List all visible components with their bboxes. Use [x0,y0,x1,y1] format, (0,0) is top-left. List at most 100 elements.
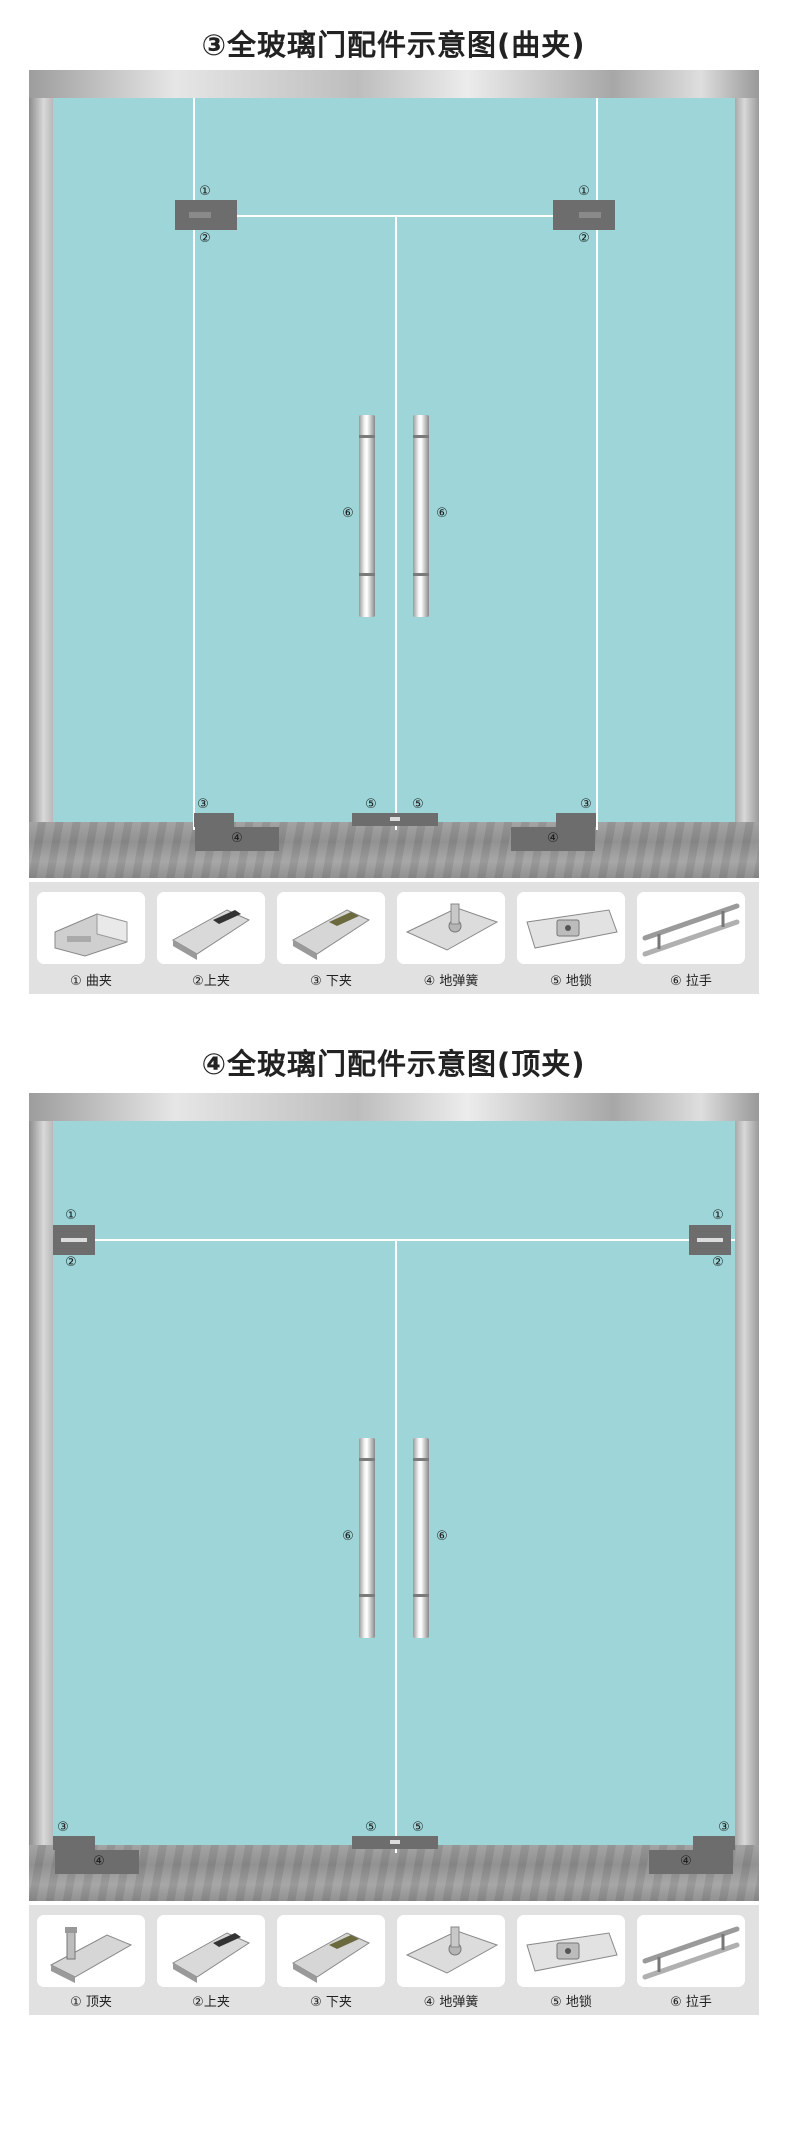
floor-lock-icon [517,892,625,964]
fitting-slot [61,1238,87,1242]
diagram1-title: ③全玻璃门配件示意图(曲夹) [0,22,787,64]
callout-4-left: ④ [90,1855,108,1869]
handle-band [413,435,429,438]
top-clamp-icon [37,1915,145,1987]
callout-1-left: ① [196,185,214,199]
handle-band [359,1594,375,1597]
floor-spring-icon [397,1915,505,1987]
door-seam [395,216,397,830]
bottom-patch-icon [277,892,385,964]
callout-1-right: ① [575,185,593,199]
product-card [637,892,745,964]
product-caption: ④ 地弹簧 [397,1991,505,2010]
fitting-slot [579,212,601,218]
floor-lock [352,813,438,826]
product-card [277,892,385,964]
product-caption: ⑤ 地锁 [517,1991,625,2010]
callout-6-right: ⑥ [433,1530,451,1544]
product-caption: ③ 下夹 [277,1991,385,2010]
glass-panel [53,98,735,828]
top-clamp-left [53,1225,95,1255]
floor-spring-icon [397,892,505,964]
frame-top-rail [29,1093,759,1121]
callout-2-right: ② [709,1256,727,1270]
patch-fitting-left [175,200,237,230]
bottom-patch-right [556,813,596,827]
product-caption: ⑥ 拉手 [637,970,745,989]
product-caption: ②上夹 [157,1991,265,2010]
product-card [517,892,625,964]
callout-6-right: ⑥ [433,507,451,521]
product-caption: ②上夹 [157,970,265,989]
handle-band [359,435,375,438]
bottom-patch-left [194,813,234,827]
pull-handle-icon [637,892,745,964]
callout-4-right: ④ [544,832,562,846]
floor-lock [352,1836,438,1849]
transom-line [195,215,597,217]
bottom-patch-left [53,1836,95,1850]
product-caption: ⑤ 地锁 [517,970,625,989]
handle-band [413,1594,429,1597]
callout-2-right: ② [575,232,593,246]
product-card [397,892,505,964]
diagram2-title: ④全玻璃门配件示意图(顶夹) [0,1041,787,1083]
door-seam [395,1241,397,1853]
top-patch-icon [157,1915,265,1987]
product-strip: ① 顶夹 ②上夹 ③ 下夹 ④ 地弹簧 ⑤ 地锁 ⑥ 拉手 [29,1905,759,2015]
pull-handle-icon [637,1915,745,1987]
callout-5-left: ⑤ [362,798,380,812]
product-card [37,892,145,964]
handle-band [413,1458,429,1461]
floor [29,822,759,878]
callout-3-left: ③ [194,798,212,812]
diagram2-door-illustration: ① ② ① ② ⑥ ⑥ ③ ④ ⑤ ⑤ ③ ④ [29,1093,759,2015]
pull-handle-right [413,415,429,617]
glass-panel [53,1121,735,1851]
callout-6-left: ⑥ [339,1530,357,1544]
callout-6-left: ⑥ [339,507,357,521]
lock-slot [390,817,400,821]
handle-band [413,573,429,576]
product-caption: ③ 下夹 [277,970,385,989]
callout-3-right: ③ [577,798,595,812]
handle-band [359,573,375,576]
floor-lock-icon [517,1915,625,1987]
product-card [157,1915,265,1987]
callout-1-right: ① [709,1209,727,1223]
product-caption: ⑥ 拉手 [637,1991,745,2010]
callout-3-right: ③ [715,1821,733,1835]
top-patch-icon [157,892,265,964]
callout-4-left: ④ [228,832,246,846]
callout-3-left: ③ [54,1821,72,1835]
callout-1-left: ① [62,1209,80,1223]
product-card [277,1915,385,1987]
diagram1-door-illustration: ① ② ① ② ⑥ ⑥ ③ ④ ⑤ ⑤ ③ ④ [29,70,759,994]
product-card [397,1915,505,1987]
bottom-patch-right [693,1836,735,1850]
callout-4-right: ④ [677,1855,695,1869]
patch-fitting-l-icon [37,892,145,964]
callout-5-right: ⑤ [409,798,427,812]
fitting-slot [697,1238,723,1242]
callout-5-right: ⑤ [409,1821,427,1835]
product-caption: ① 顶夹 [37,1991,145,2010]
frame-top-rail [29,70,759,98]
callout-2-left: ② [62,1256,80,1270]
pull-handle-right [413,1438,429,1638]
handle-band [359,1458,375,1461]
product-strip: ① 曲夹 ②上夹 ③ 下夹 ④ 地弹簧 ⑤ 地锁 ⑥ 拉手 [29,882,759,994]
patch-fitting-right [553,200,615,230]
product-card [37,1915,145,1987]
product-card [637,1915,745,1987]
pull-handle-left [359,1438,375,1638]
callout-5-left: ⑤ [362,1821,380,1835]
product-card [517,1915,625,1987]
product-caption: ④ 地弹簧 [397,970,505,989]
product-caption: ① 曲夹 [37,970,145,989]
lock-slot [390,1840,400,1844]
fitting-slot [189,212,211,218]
product-card [157,892,265,964]
top-clamp-right [689,1225,731,1255]
pull-handle-left [359,415,375,617]
